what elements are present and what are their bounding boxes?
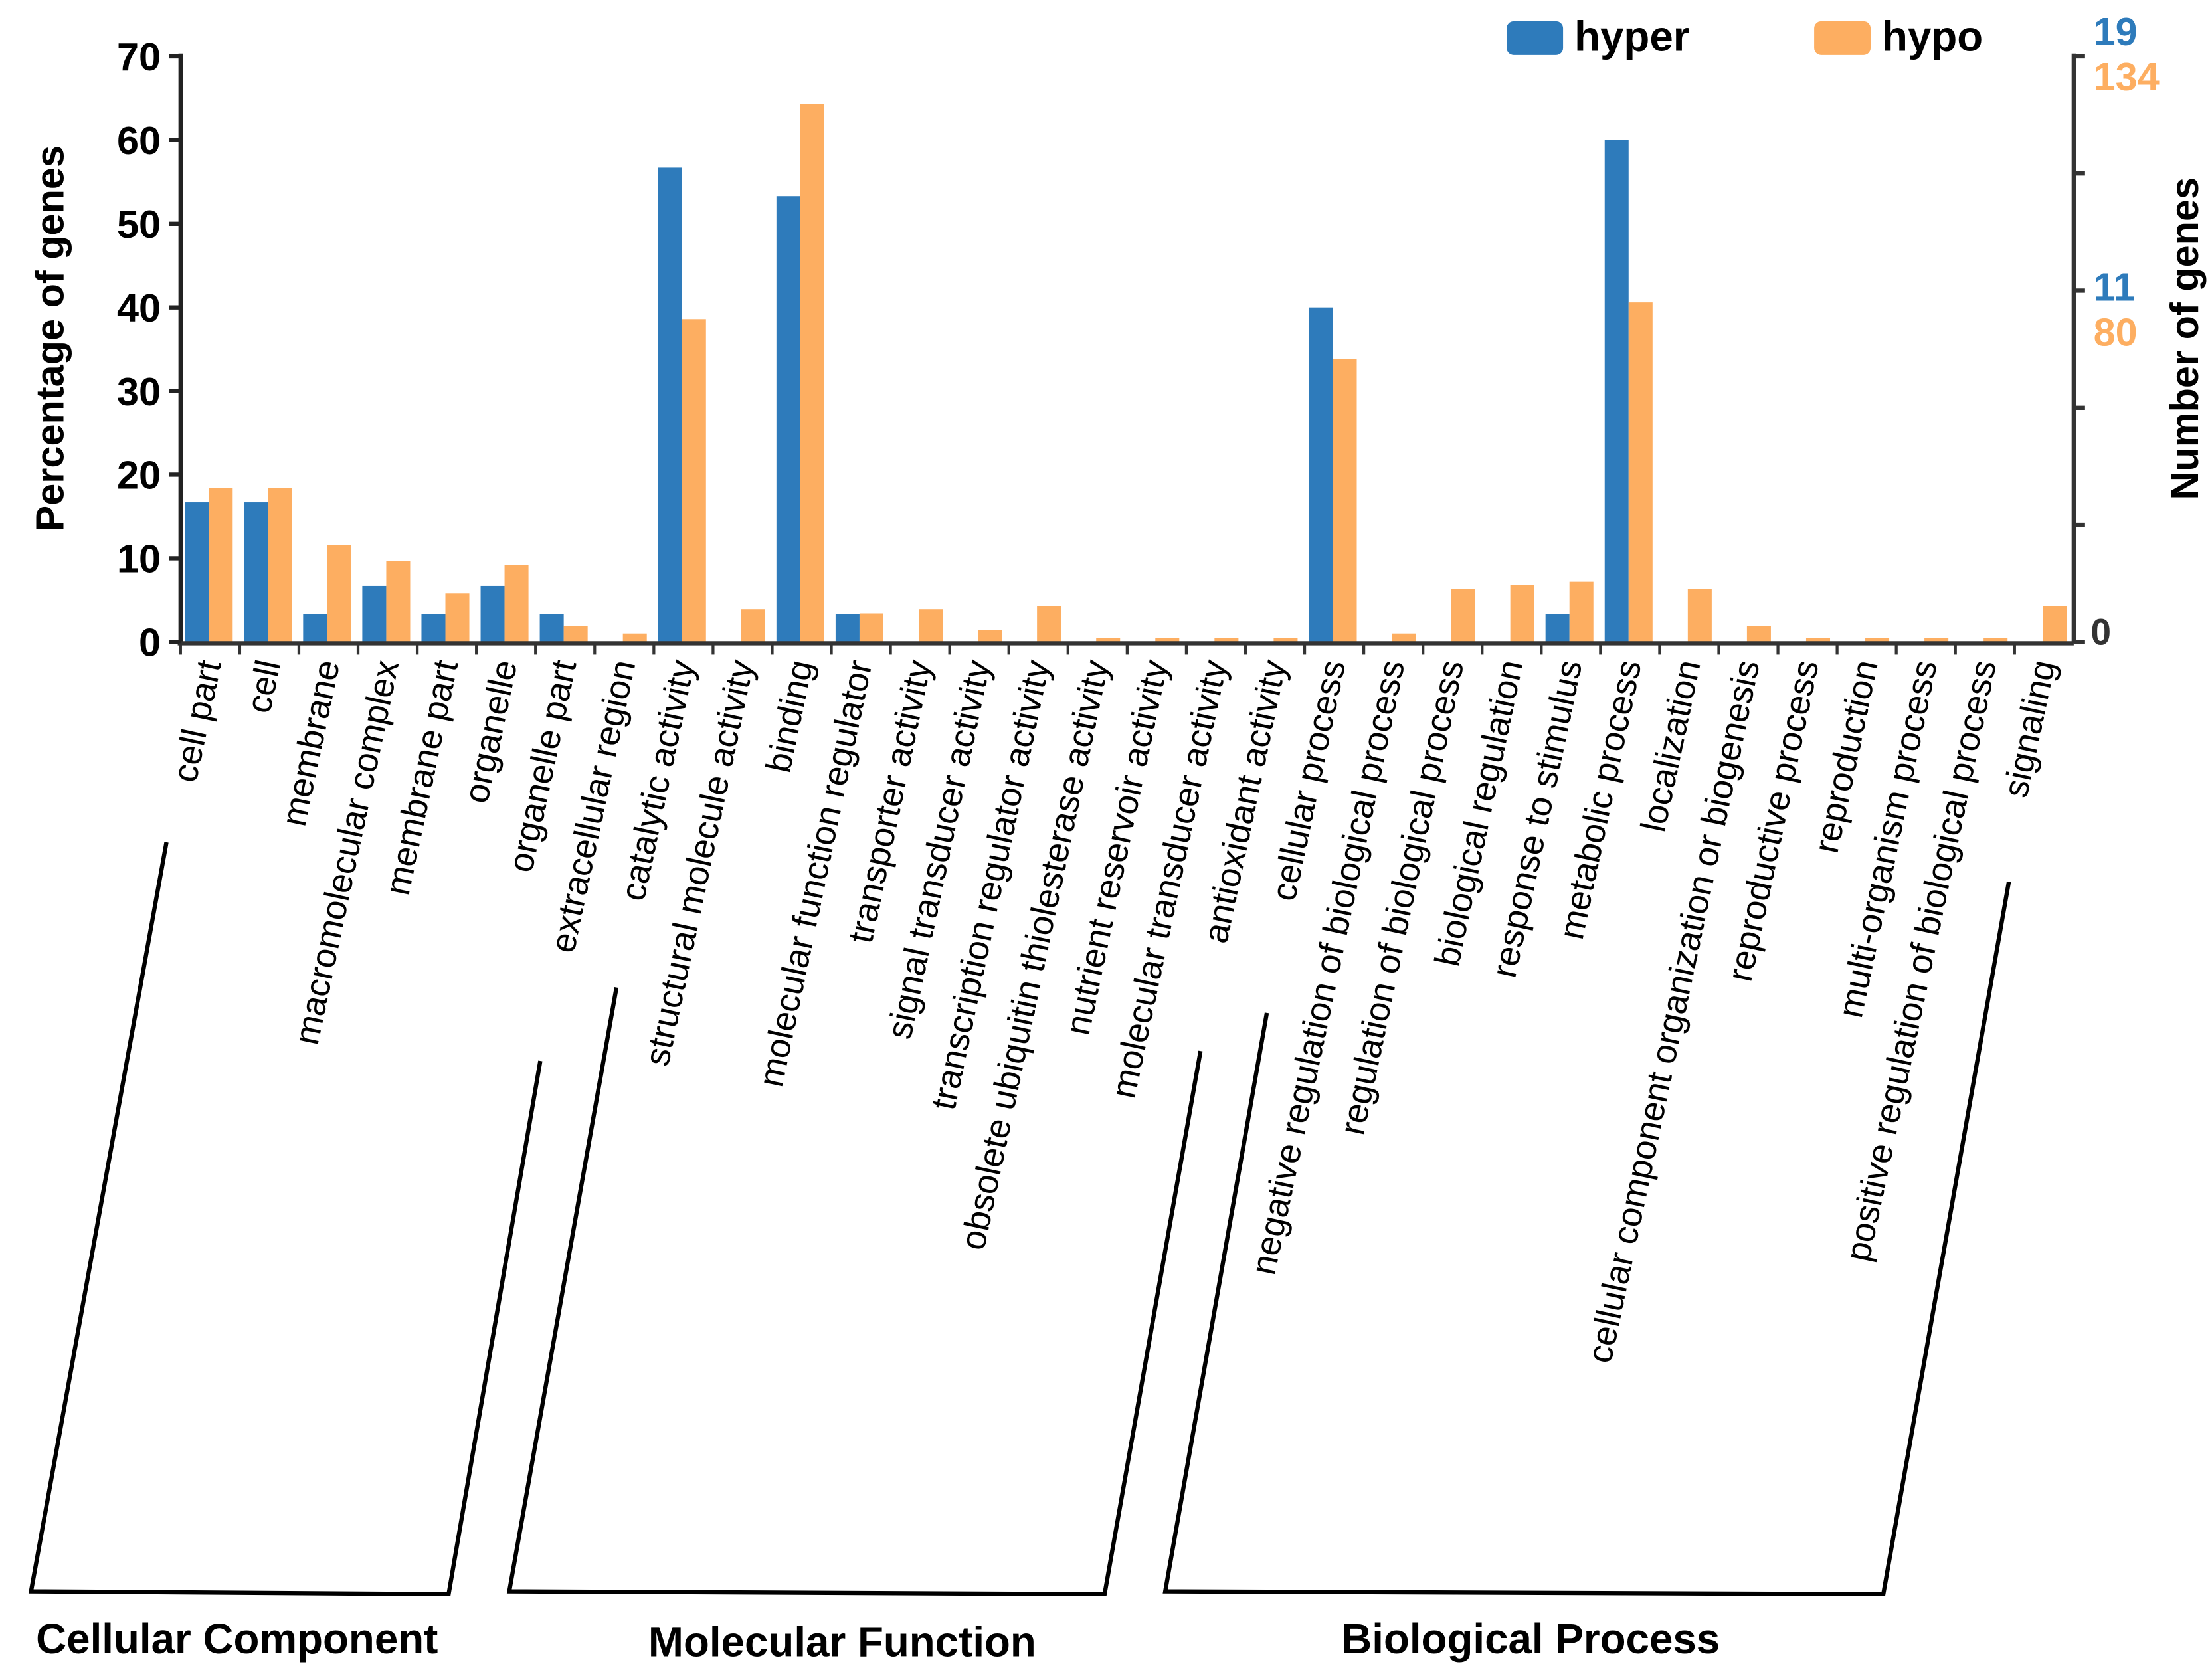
bar-hyper bbox=[539, 614, 564, 642]
bar-hypo bbox=[1746, 626, 1771, 642]
bar-hypo bbox=[1451, 589, 1475, 642]
legend-swatch-hypo bbox=[1814, 21, 1871, 55]
y2-label-hyper: 11 bbox=[2094, 264, 2136, 309]
bar-hyper bbox=[185, 502, 209, 642]
bar-hypo bbox=[2043, 606, 2067, 642]
bar-hypo bbox=[1037, 606, 1061, 642]
y2-label-hypo: 80 bbox=[2094, 310, 2138, 354]
group-label-molecular-function: Molecular Function bbox=[648, 1618, 1036, 1665]
bar-hypo bbox=[800, 104, 824, 642]
bar-hypo bbox=[445, 593, 470, 642]
y-tick-label: 30 bbox=[117, 369, 161, 414]
bar-hyper bbox=[835, 614, 860, 642]
bar-hypo bbox=[386, 561, 411, 642]
bar-hypo bbox=[1096, 638, 1121, 642]
y2-axis-label: Number of genes bbox=[2162, 177, 2207, 500]
bar-hyper bbox=[776, 196, 800, 642]
y2-label-hyper: 19 bbox=[2094, 9, 2138, 54]
bar-hypo bbox=[1628, 302, 1653, 642]
bar-hypo bbox=[978, 630, 1002, 642]
bar-hypo bbox=[1687, 589, 1712, 642]
bar-hypo bbox=[1805, 638, 1831, 642]
legend-label-hypo: hypo bbox=[1882, 12, 1983, 60]
bar-hypo bbox=[1214, 638, 1239, 642]
bar-hypo bbox=[1865, 638, 1890, 642]
y-tick-label: 40 bbox=[117, 286, 161, 330]
bar-hypo bbox=[1569, 581, 1594, 642]
bar-hypo bbox=[622, 633, 647, 642]
group-label-biological-process: Biological Process bbox=[1341, 1615, 1720, 1663]
bar-hypo bbox=[919, 609, 943, 642]
bar-hyper bbox=[480, 585, 505, 642]
bracket-cellular-component bbox=[28, 842, 543, 1597]
axes bbox=[177, 53, 2076, 646]
bar-hypo bbox=[209, 488, 233, 642]
bar-hypo bbox=[1924, 638, 1949, 642]
bar-hypo bbox=[504, 565, 529, 642]
y2-label-hypo: 134 bbox=[2094, 54, 2160, 99]
bar-hypo bbox=[682, 319, 706, 642]
x-tick-label: cell part bbox=[165, 656, 229, 785]
y-tick-label: 10 bbox=[117, 537, 161, 581]
y-tick-label: 50 bbox=[117, 202, 161, 246]
bar-hypo bbox=[1333, 359, 1357, 642]
x-tick-label: signaling bbox=[1996, 656, 2063, 800]
bar-hypo bbox=[327, 545, 351, 642]
bar-hyper bbox=[1604, 140, 1629, 642]
group-label-cellular-component: Cellular Component bbox=[36, 1615, 438, 1663]
group-brackets bbox=[28, 842, 2011, 1597]
bar-hypo bbox=[563, 626, 588, 642]
bar-hypo bbox=[1155, 638, 1180, 642]
bar-hyper bbox=[421, 614, 446, 642]
y-tick-label: 20 bbox=[117, 453, 161, 498]
x-tick-label: cell bbox=[239, 656, 288, 716]
y-axis-label: Percentage of genes bbox=[28, 145, 72, 532]
bar-hyper bbox=[244, 502, 268, 642]
y-ticks: 0 10 20 30 40 50 60 70 bbox=[117, 35, 181, 665]
bracket-biological-process bbox=[1162, 881, 2011, 1597]
bar-hypo bbox=[268, 488, 292, 642]
bar-hypo bbox=[1510, 585, 1534, 642]
bracket-molecular-function bbox=[506, 987, 1203, 1597]
bar-hyper bbox=[362, 585, 387, 642]
bar-hypo bbox=[1392, 633, 1416, 642]
bar-hypo bbox=[1983, 638, 2008, 642]
legend-swatch-hyper bbox=[1507, 21, 1564, 55]
bar-hypo bbox=[859, 613, 883, 642]
bar-hypo bbox=[741, 609, 765, 642]
y-tick-label: 60 bbox=[117, 118, 161, 163]
bar-hypo bbox=[1273, 638, 1298, 642]
legend: hyper hypo bbox=[1507, 12, 1983, 60]
bar-hyper bbox=[658, 167, 682, 642]
bar-hyper bbox=[303, 614, 327, 642]
bars bbox=[185, 104, 2067, 642]
y2-label-zero: 0 bbox=[2090, 612, 2111, 653]
y-tick-label: 0 bbox=[139, 620, 161, 665]
bar-hyper bbox=[1545, 614, 1570, 642]
y-tick-label: 70 bbox=[117, 35, 161, 79]
legend-label-hyper: hyper bbox=[1574, 12, 1689, 60]
x-tick-label: binding bbox=[759, 656, 820, 776]
bar-hyper bbox=[1309, 307, 1333, 642]
x-tick-label: organelle bbox=[456, 656, 525, 806]
